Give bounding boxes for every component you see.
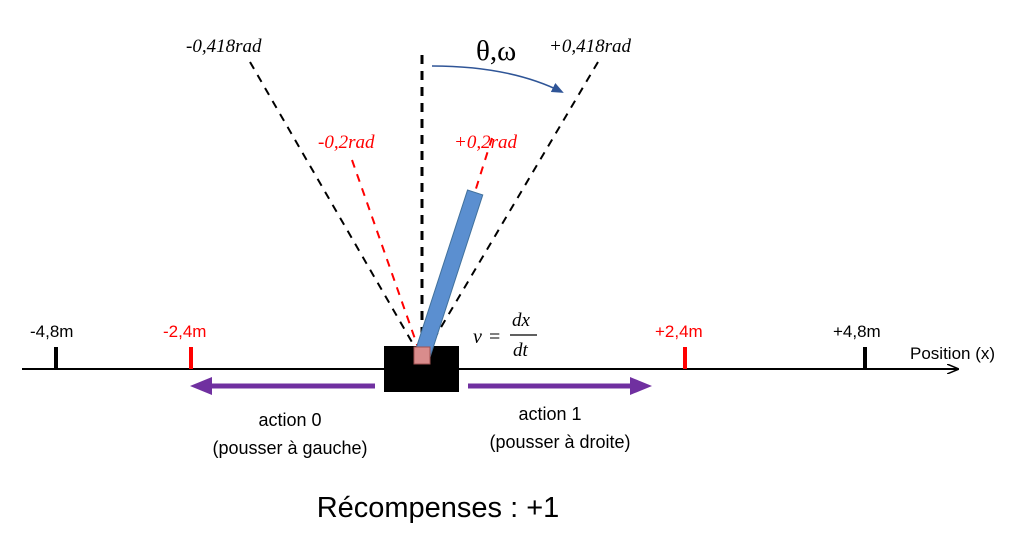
label-pos-far-pos: +4,8m xyxy=(833,322,881,341)
reward-text: Récompenses : +1 xyxy=(317,492,560,524)
label-neg-near-pos: -2,4m xyxy=(163,322,206,341)
label-theta-omega: θ,ω xyxy=(476,35,516,67)
velocity-numerator: dx xyxy=(512,310,531,331)
axis-label: Position (x) xyxy=(910,344,995,363)
action-0-title: action 0 xyxy=(258,410,321,430)
velocity-lhs: v xyxy=(473,326,482,348)
action-1-arrowhead xyxy=(630,377,652,395)
action-0-arrowhead xyxy=(190,377,212,395)
velocity-denominator: dt xyxy=(513,340,529,361)
velocity-formula: v = dx dt xyxy=(473,310,537,361)
label-pos-near-angle: +0,2rad xyxy=(454,132,517,153)
velocity-eq: = xyxy=(489,326,500,348)
action-1-title: action 1 xyxy=(518,404,581,424)
label-neg-far-pos: -4,8m xyxy=(30,322,73,341)
neg-near-limit-line xyxy=(351,159,422,357)
action-1-desc: (pousser à droite) xyxy=(489,432,630,452)
pivot-joint xyxy=(413,346,431,365)
label-pos-near-pos: +2,4m xyxy=(655,322,703,341)
label-neg-near-angle: -0,2rad xyxy=(318,132,375,153)
pos-far-limit-line xyxy=(423,61,599,357)
rotation-arc-arrow xyxy=(431,65,564,93)
label-neg-far-angle: -0,418rad xyxy=(186,36,262,57)
action-0-desc: (pousser à gauche) xyxy=(212,438,367,458)
label-pos-far-angle: +0,418rad xyxy=(549,36,631,57)
neg-far-limit-line xyxy=(249,61,421,357)
